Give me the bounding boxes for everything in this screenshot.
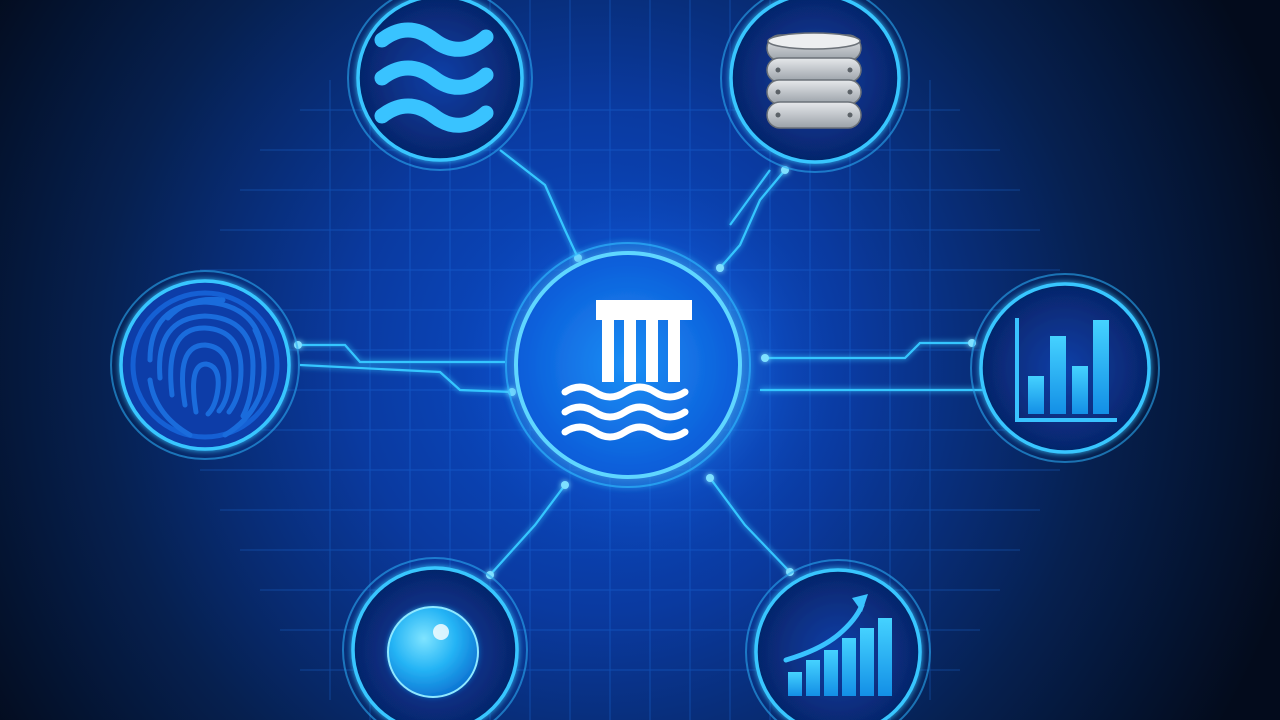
node-top-left: [347, 0, 533, 171]
connector-right: [765, 341, 972, 360]
node-bottom-left: [342, 557, 528, 720]
water-waves-icon: [374, 22, 494, 133]
node-right: [970, 273, 1160, 463]
sphere-sensor-icon: [387, 606, 479, 698]
fingerprint-icon: [130, 290, 280, 440]
node-left: [110, 270, 300, 460]
connector-left-branch: [299, 363, 513, 394]
growth-chart-icon: [783, 594, 892, 696]
hub-node: [505, 242, 751, 488]
connector-left: [298, 343, 505, 364]
connector-top-right: [719, 169, 786, 269]
node-top-right: [720, 0, 910, 173]
connector-top-right-branch: [729, 169, 771, 226]
database-stack-icon: [766, 32, 862, 129]
connector-lines: [298, 149, 985, 576]
node-bottom-right: [745, 559, 931, 720]
connector-bottom-right: [709, 477, 791, 573]
water-dam-icon: [561, 300, 692, 441]
connector-top-left: [499, 149, 579, 259]
bar-chart-icon: [1015, 318, 1117, 422]
connector-bottom-left: [489, 484, 566, 576]
